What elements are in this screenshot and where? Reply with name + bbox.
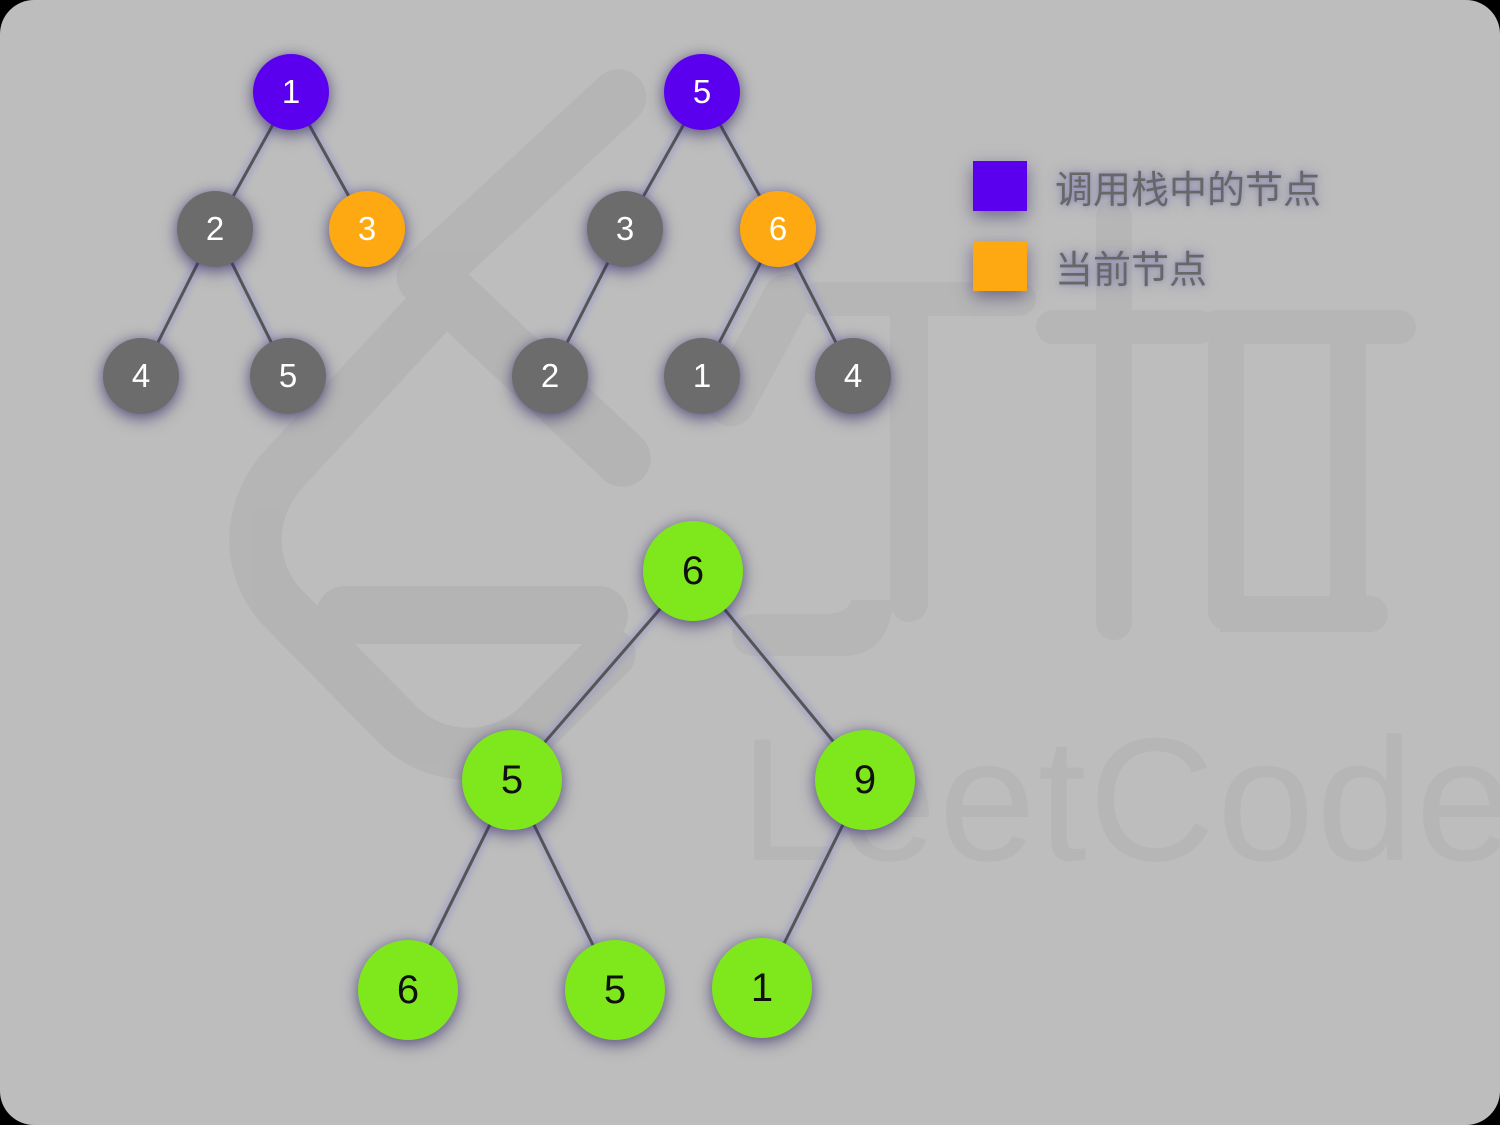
- tree-node-t3n3: 9: [815, 730, 915, 830]
- tree-node-t1n4: 4: [103, 338, 179, 414]
- legend-item-current-node: 当前节点: [973, 240, 1321, 292]
- tree-node-t2n6: 4: [815, 338, 891, 414]
- legend-item-call-stack: 调用栈中的节点: [973, 160, 1321, 212]
- tree-node-t1n3: 3: [329, 191, 405, 267]
- tree-node-t3n6: 1: [712, 938, 812, 1038]
- tree-node-t2n4: 2: [512, 338, 588, 414]
- tree-node-t3n2: 5: [462, 730, 562, 830]
- tree-node-t1n1: 1: [253, 54, 329, 130]
- tree-node-t3n1: 6: [643, 521, 743, 621]
- tree-node-t2n2: 3: [587, 191, 663, 267]
- tree-node-t3n5: 5: [565, 940, 665, 1040]
- legend-label-call-stack: 调用栈中的节点: [1055, 167, 1322, 212]
- tree-node-t1n5: 5: [250, 338, 326, 414]
- tree-node-t2n5: 1: [664, 338, 740, 414]
- tree-node-t2n1: 5: [664, 54, 740, 130]
- tree-node-t2n3: 6: [740, 191, 816, 267]
- legend-label-current-node: 当前节点: [1055, 247, 1208, 292]
- legend-swatch-current-node: [973, 241, 1027, 291]
- tree-node-t3n4: 6: [358, 940, 458, 1040]
- legend-swatch-call-stack: [973, 161, 1027, 211]
- legend: 调用栈中的节点 当前节点: [973, 160, 1321, 320]
- tree-node-t1n2: 2: [177, 191, 253, 267]
